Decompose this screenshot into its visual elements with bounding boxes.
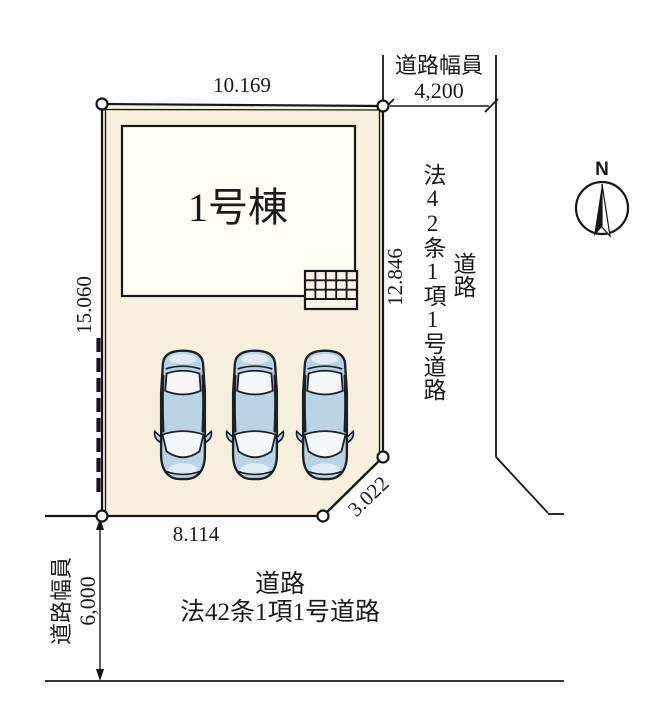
- south-road-detail: 法42条1項1号道路: [179, 599, 380, 626]
- building-label: 1号棟: [188, 185, 288, 230]
- car-2: [224, 349, 286, 481]
- building-outline: [120, 124, 357, 298]
- compass-circle: [574, 180, 630, 236]
- south-road-name: 道路: [254, 571, 305, 598]
- south-road-width-label: 道路幅員: [49, 557, 74, 646]
- porch-grid: [303, 269, 359, 311]
- car-3: [294, 349, 356, 481]
- north-label: N: [595, 159, 609, 180]
- dimension-right: 12.846: [383, 248, 407, 306]
- dimension-left: 15.060: [72, 276, 96, 334]
- boundary-markers: [95, 97, 390, 523]
- east-road-width-value: 4,200: [414, 78, 464, 103]
- road-edge-south: [45, 514, 564, 682]
- dimension-top: 10.169: [213, 73, 271, 97]
- compass-needle: [594, 184, 602, 236]
- north-arrow: [574, 180, 630, 238]
- dimension-line-south-width: [96, 518, 104, 681]
- road-edge-east: [382, 55, 564, 515]
- south-road-width-value: 6,000: [75, 576, 100, 626]
- car-1: [152, 349, 214, 481]
- east-road-detail: 法42条1項1号道路: [420, 163, 445, 401]
- lot-boundary: [100, 102, 385, 517]
- east-road-name: 道路: [450, 252, 475, 298]
- dimension-bottom: 8.114: [172, 522, 220, 546]
- east-road-width-label: 道路幅員: [394, 53, 483, 78]
